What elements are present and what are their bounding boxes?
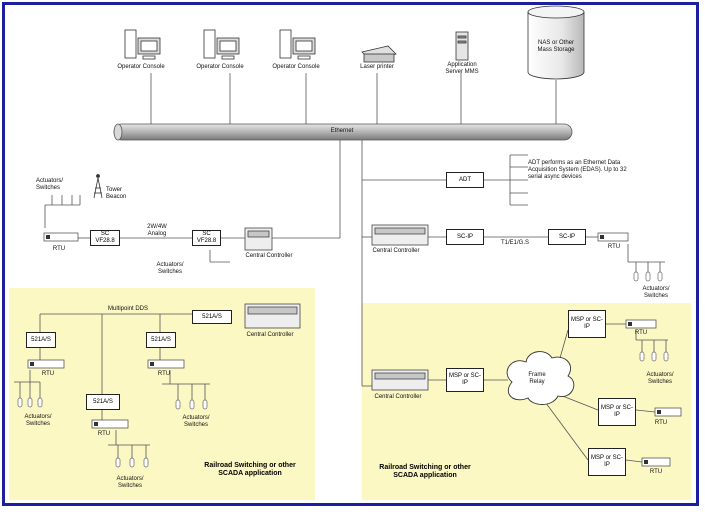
actuators-label: Actuators/ Switches [36,178,64,191]
rtu-label: RTU [52,246,66,252]
console-label-3: Operator Console [272,64,320,70]
rtu-label: RTU [649,469,663,475]
msp-box-center: MSP or SC-IP [446,368,484,392]
central-controller-label: Central Controller [246,332,294,338]
application-title: Railroad Switching or other SCADA applic… [204,462,296,477]
multipoint-dds-label: Multipoint DDS [108,306,149,312]
modem-521-left: 521A/S [26,332,56,348]
actuators-label: Actuators/ Switches [116,476,144,489]
laser-printer-label: Laser printer [360,64,394,70]
msp-box-bottom: MSP or SC-IP [588,448,626,476]
tower-beacon-label: Tower Beacon [106,187,127,200]
frame-relay-label: Frame Relay [528,372,546,385]
central-controller-label: Central Controller [245,253,293,259]
actuators-label: Actuators/ Switches [646,372,674,385]
console-label-2: Operator Console [196,64,244,70]
actuators-label: Actuators/ Switches [156,262,184,275]
actuators-label: Actuators/ Switches [642,286,670,299]
application-title: Railroad Switching or other SCADA applic… [379,464,471,479]
sc-ip-box-2: SC-IP [548,229,586,245]
rtu-label: RTU [607,244,621,250]
rtu-label: RTU [97,431,111,437]
modem-521-top: 521A/S [192,310,232,324]
t1-link-label: T1/E1/G.S [500,240,530,246]
actuators-label: Actuators/ Switches [182,415,210,428]
rtu-label: RTU [157,371,171,377]
rtu-label: RTU [634,330,648,336]
analog-link-label: 2W/4W Analog [147,224,167,237]
ethernet-bus [113,123,573,141]
adt-description: ADT performs as an Ethernet Data Acquisi… [528,160,627,180]
rtu-label: RTU [41,371,55,377]
sc-modem-1: SC VF28.8 [90,230,120,246]
app-server-label: Application Server MMS [445,62,479,75]
frame-relay-cloud [506,351,575,405]
rtu-label: RTU [654,420,668,426]
msp-box-middle: MSP or SC-IP [598,398,636,426]
diagram-border [2,2,699,506]
sc-ip-box-1: SC-IP [446,229,484,245]
sc-modem-2: SC VF28.8 [192,230,221,246]
modem-521-middle: 521A/S [86,394,120,410]
modem-521-right: 521A/S [146,332,176,348]
actuators-label: Actuators/ Switches [24,414,52,427]
console-label-1: Operator Console [117,64,165,70]
central-controller-label: Central Controller [374,394,422,400]
nas-label: NAS or Other Mass Storage [537,40,575,53]
ethernet-label: Ethernet [330,128,354,134]
adt-box: ADT [446,172,484,188]
central-controller-label: Central Controller [372,248,420,254]
msp-box-top: MSP or SC-IP [568,310,606,338]
